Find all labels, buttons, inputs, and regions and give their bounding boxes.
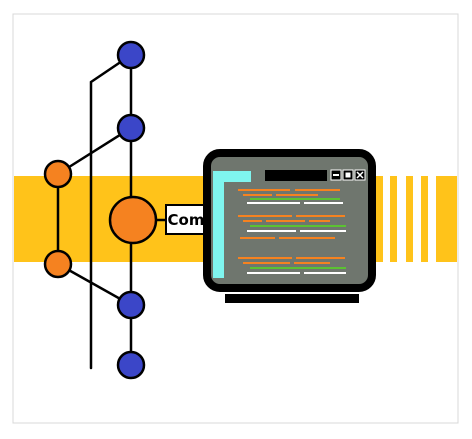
git-graph-nodes bbox=[43, 40, 158, 380]
commit-node bbox=[116, 350, 146, 380]
branch-commit-node bbox=[43, 249, 73, 279]
close-glyph bbox=[356, 171, 364, 179]
branch-commit-node bbox=[43, 159, 73, 189]
monitor bbox=[203, 149, 376, 303]
commit-node bbox=[116, 290, 146, 320]
window-title-bar bbox=[265, 170, 327, 181]
window-accent-top bbox=[213, 171, 251, 182]
window-controls bbox=[330, 169, 366, 181]
stripe bbox=[390, 176, 397, 262]
branch-out-line bbox=[56, 126, 133, 176]
commit-node bbox=[116, 40, 146, 70]
trunk-branch-line bbox=[89, 53, 133, 370]
window-accent-side bbox=[213, 171, 224, 278]
stripe bbox=[373, 176, 383, 262]
stripe bbox=[406, 176, 413, 262]
stripe bbox=[421, 176, 428, 262]
maximize-glyph bbox=[345, 172, 351, 178]
commit-node bbox=[116, 113, 146, 143]
stripe bbox=[436, 176, 457, 262]
current-commit-node bbox=[108, 195, 158, 245]
code-lines bbox=[238, 189, 346, 274]
yellow-stripes bbox=[373, 176, 457, 262]
monitor-base bbox=[225, 294, 359, 303]
